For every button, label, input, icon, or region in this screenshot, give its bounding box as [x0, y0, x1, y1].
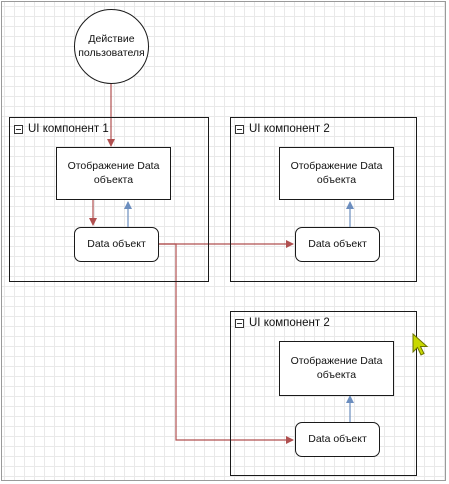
data-object-display-2[interactable]: Отображение Data объекта [279, 147, 394, 200]
data-object-display-3[interactable]: Отображение Data объекта [279, 341, 394, 396]
mouse-cursor-icon [412, 333, 429, 356]
collapse-icon[interactable] [235, 124, 244, 134]
data-object-3-label: Data объект [308, 432, 367, 445]
user-action-node[interactable]: Действие пользователя [74, 9, 149, 84]
edge-data-1-to-data-3[interactable] [159, 243, 294, 444]
data-object-display-1[interactable]: Отображение Data объекта [56, 147, 171, 200]
data-object-2-label: Data объект [308, 237, 367, 250]
ui-component-2[interactable]: UI компонент 2 [230, 117, 417, 282]
ui-component-3[interactable]: UI компонент 2 [230, 311, 417, 476]
data-object-display-1-label: Отображение Data объекта [67, 160, 160, 186]
ui-component-1-title: UI компонент 1 [28, 123, 109, 135]
data-object-2[interactable]: Data объект [295, 227, 380, 262]
ui-component-1[interactable]: UI компонент 1 [9, 117, 209, 282]
data-object-display-3-label: Отображение Data объекта [290, 355, 383, 381]
data-object-1-label: Data объект [87, 237, 146, 250]
collapse-icon[interactable] [14, 124, 23, 134]
ui-component-3-header: UI компонент 2 [235, 316, 330, 330]
data-object-1[interactable]: Data объект [74, 227, 159, 262]
user-action-label: Действие пользователя [78, 33, 145, 59]
data-object-display-2-label: Отображение Data объекта [290, 160, 383, 186]
ui-component-3-title: UI компонент 2 [249, 317, 330, 329]
data-object-3[interactable]: Data объект [295, 422, 380, 457]
ui-component-2-header: UI компонент 2 [235, 122, 330, 136]
collapse-icon[interactable] [235, 318, 244, 328]
ui-component-2-title: UI компонент 2 [249, 123, 330, 135]
ui-component-1-header: UI компонент 1 [14, 122, 109, 136]
